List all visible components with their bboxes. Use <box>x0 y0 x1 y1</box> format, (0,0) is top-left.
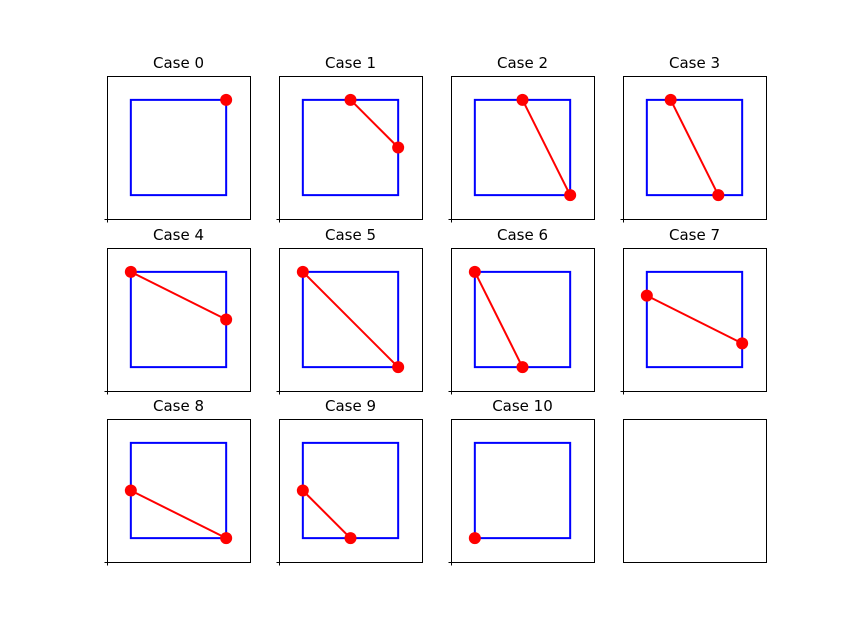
subplot-3: Case 3 <box>620 54 767 223</box>
segment-point <box>124 265 137 278</box>
segment-point <box>468 265 481 278</box>
segment-line <box>130 489 227 540</box>
subplot-title: Case 7 <box>669 226 720 244</box>
subplot-7: Case 7 <box>620 226 767 395</box>
segment-line <box>302 489 352 539</box>
segment-line <box>669 99 720 196</box>
subplot-title: Case 2 <box>497 54 548 72</box>
unit-square <box>645 270 744 369</box>
unit-square <box>301 270 400 369</box>
unit-square <box>301 98 400 197</box>
segment-line <box>349 99 399 149</box>
segment-point <box>296 265 309 278</box>
subplot-title: Case 8 <box>153 397 204 415</box>
segment-line <box>130 270 227 321</box>
subplot-0: Case 0 <box>104 54 251 223</box>
segment-point <box>220 313 233 326</box>
segment-point <box>220 93 233 106</box>
subplot-title: Case 5 <box>325 226 376 244</box>
segment-point <box>220 532 233 545</box>
unit-square <box>645 98 744 197</box>
unit-square <box>129 270 228 369</box>
subplot-8: Case 8 <box>104 397 251 566</box>
segment-point <box>392 361 405 374</box>
segment-point <box>124 484 137 497</box>
subplot-title: Case 6 <box>497 226 548 244</box>
unit-square <box>129 441 228 540</box>
segment-point <box>516 361 529 374</box>
unit-square <box>473 98 572 197</box>
subplot-11 <box>623 419 767 563</box>
segment-point <box>664 93 677 106</box>
unit-square <box>301 441 400 540</box>
subplot-2: Case 2 <box>448 54 595 223</box>
segment-point <box>736 337 749 350</box>
segment-line <box>302 271 399 368</box>
subplot-10: Case 10 <box>448 397 595 566</box>
segment-point <box>392 141 405 154</box>
unit-square <box>473 270 572 369</box>
subplot-9: Case 9 <box>276 397 423 566</box>
subplot-6: Case 6 <box>448 226 595 395</box>
subplot-4: Case 4 <box>104 226 251 395</box>
segment-point <box>712 189 725 202</box>
subplot-title: Case 3 <box>669 54 720 72</box>
segment-point <box>640 289 653 302</box>
unit-square <box>473 441 572 540</box>
subplot-title: Case 4 <box>153 226 204 244</box>
subplot-title: Case 10 <box>492 397 553 415</box>
subplot-title: Case 1 <box>325 54 376 72</box>
segment-point <box>564 189 577 202</box>
segment-point <box>468 532 481 545</box>
segment-point <box>344 93 357 106</box>
segment-line <box>521 99 572 196</box>
segment-point <box>296 484 309 497</box>
segment-line <box>646 294 743 345</box>
subplot-title: Case 0 <box>153 54 204 72</box>
segment-point <box>516 93 529 106</box>
subplot-5: Case 5 <box>276 226 423 395</box>
segment-point <box>344 532 357 545</box>
subplot-title: Case 9 <box>325 397 376 415</box>
axes-frame <box>623 419 767 563</box>
segment-line <box>473 271 524 368</box>
subplot-1: Case 1 <box>276 54 423 223</box>
